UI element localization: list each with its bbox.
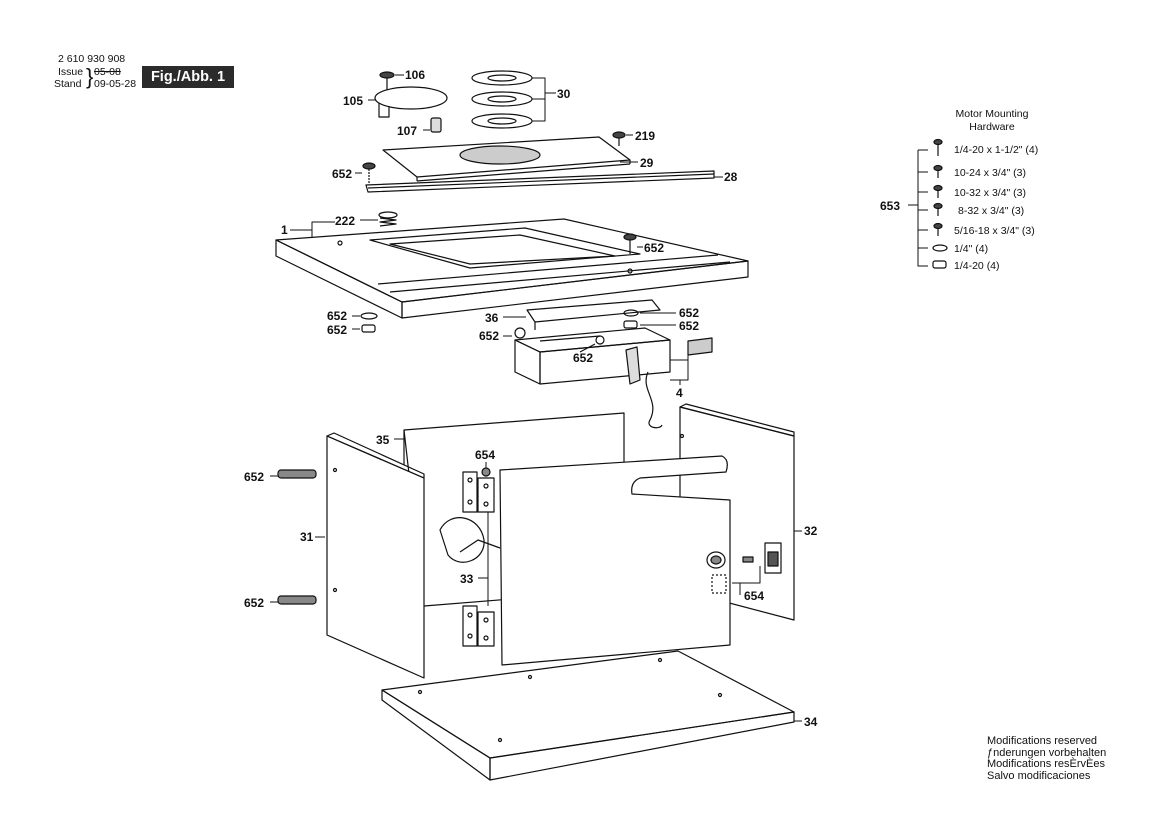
screw-652-top-icon (362, 162, 376, 183)
hardware-item-3: 10-32 x 3/4" (3) (954, 187, 1026, 199)
callout-35: 35 (376, 433, 390, 447)
plate-29-icon (382, 136, 631, 182)
callout-652-switch-left: 652 (479, 329, 499, 343)
callout-32: 32 (804, 524, 818, 538)
side-panel-31-icon (326, 432, 425, 679)
bolt-652-upper-icon (277, 469, 317, 479)
hardware-screw-icons (932, 138, 948, 269)
switch-lever-icon (439, 517, 501, 563)
issue-date: 05-08 (94, 66, 121, 78)
callout-222: 222 (335, 214, 355, 228)
table-top-1-icon (275, 218, 749, 319)
hinge-lower-icon (462, 605, 495, 647)
callout-1: 1 (281, 223, 288, 237)
screw-219-icon (612, 131, 626, 146)
issue-label: Issue (58, 66, 84, 78)
callout-652-nut: 652 (327, 323, 347, 337)
hardware-item-7: 1/4-20 (4) (954, 260, 1000, 272)
callout-105: 105 (343, 94, 363, 108)
callout-107: 107 (397, 124, 417, 138)
leader-lines (270, 74, 802, 722)
hardware-item-5: 5/16-18 x 3/4" (3) (954, 225, 1035, 237)
hardware-item-4: 8-32 x 3/4" (3) (958, 205, 1024, 217)
modifications-de: ƒnderungen vorbehalten (987, 746, 1107, 759)
bracket-36-icon (526, 299, 661, 330)
switch-box-4-icon (514, 327, 713, 429)
callout-28: 28 (724, 170, 738, 184)
hardware-item-6: 1/4" (4) (954, 243, 988, 255)
callout-30: 30 (557, 87, 571, 101)
callout-31: 31 (300, 530, 314, 544)
callout-652-top: 652 (332, 167, 352, 181)
callout-106: 106 (405, 68, 425, 82)
bottom-board-34-icon (381, 650, 795, 781)
nut-652-left-icon (361, 324, 376, 333)
hardware-item-2: 10-24 x 3/4" (3) (954, 167, 1026, 179)
latch-654-icon (742, 542, 782, 574)
washer-652-right-icon (623, 309, 639, 317)
screw-652-table-icon (623, 233, 637, 254)
callout-34: 34 (804, 715, 818, 729)
callout-652-nut-right: 652 (679, 319, 699, 333)
callout-652-table: 652 (644, 241, 664, 255)
callout-36: 36 (485, 311, 499, 325)
modifications-notice: Modifications reserved ƒnderungen vorbeh… (987, 735, 1107, 782)
callout-652-bolt-lower: 652 (244, 596, 264, 610)
callout-654-latch: 654 (744, 589, 764, 603)
modifications-es: Salvo modificaciones (987, 769, 1091, 782)
hardware-title-line1: Motor Mounting (956, 108, 1029, 120)
modifications-en: Modifications reserved (987, 735, 1098, 747)
callout-652-bolt-upper: 652 (244, 470, 264, 484)
spring-222-icon (378, 211, 398, 227)
part-number: 2 610 930 908 (58, 53, 126, 65)
hardware-title-line2: Hardware (969, 121, 1015, 133)
callout-652-washer-right: 652 (679, 306, 699, 320)
nut-652-right-icon (623, 320, 638, 329)
hardware-item-1: 1/4-20 x 1-1/2" (4) (954, 144, 1038, 156)
callout-33: 33 (460, 572, 474, 586)
stand-label: Stand (54, 78, 82, 90)
callout-4: 4 (676, 386, 683, 400)
disk-insert-105-icon (374, 86, 448, 118)
callout-29: 29 (640, 156, 654, 170)
modifications-fr: Modifications resÈrvÈes (987, 758, 1105, 770)
hardware-bracket (908, 149, 928, 267)
fence-rail-28-icon (365, 170, 715, 193)
washer-652-left-icon (360, 312, 378, 320)
callout-652-washer: 652 (327, 309, 347, 323)
figure-label: Fig./Abb. 1 (142, 66, 234, 88)
stand-date: 09-05-28 (94, 78, 137, 90)
screw-106-icon (379, 71, 395, 90)
hinge-upper-icon (462, 467, 495, 513)
rings-30-icon (471, 70, 533, 129)
header-brace: } (86, 64, 94, 89)
callout-219: 219 (635, 129, 655, 143)
knob-107-icon (430, 117, 442, 133)
callout-652-switch-center: 652 (573, 351, 593, 365)
front-door-33-icon (499, 455, 731, 666)
hardware-group-653: 653 (880, 199, 900, 213)
bolt-652-lower-icon (277, 595, 317, 605)
callout-654-hinge: 654 (475, 448, 495, 462)
